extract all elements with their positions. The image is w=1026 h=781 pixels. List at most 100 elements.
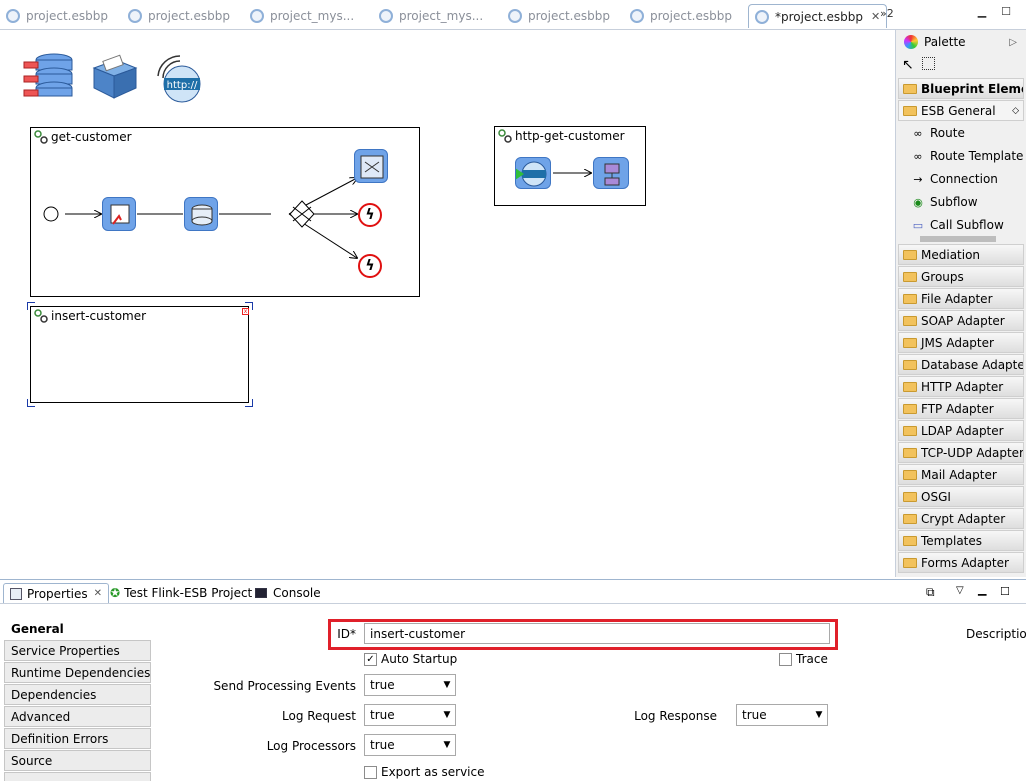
error-end-node[interactable]: ϟ — [358, 203, 382, 227]
palette-item-route-template[interactable]: ∞Route Template — [910, 146, 1023, 166]
section-dependencies[interactable]: Dependencies — [4, 684, 151, 705]
minimize-icon[interactable]: ▁ — [977, 5, 987, 18]
close-tab-icon[interactable]: ✕ — [870, 10, 881, 23]
view-menu-icon[interactable]: ▽ — [956, 585, 964, 596]
database-stack-icon[interactable] — [22, 52, 76, 104]
checkbox-checked-icon: ✓ — [364, 652, 377, 666]
maximize-icon[interactable]: ☐ — [1000, 585, 1010, 598]
drawer-forms-adapter[interactable]: Forms Adapter — [898, 552, 1024, 573]
editor-tab[interactable]: project.esbbp — [630, 4, 732, 28]
drawer-file-adapter[interactable]: File Adapter — [898, 288, 1024, 309]
process-get-customer[interactable]: get-customer ϟ — [30, 127, 420, 297]
error-end-node[interactable]: ϟ — [358, 254, 382, 278]
collapse-palette-icon[interactable]: ▷ — [1009, 36, 1017, 48]
subflow-icon — [604, 163, 620, 186]
process-title: http-get-customer — [515, 129, 625, 143]
log-response-label: Log Response — [634, 709, 717, 723]
drawer-ftp-adapter[interactable]: FTP Adapter — [898, 398, 1024, 419]
select-tool-icon[interactable]: ↖ — [902, 57, 914, 73]
minimize-icon[interactable]: ▁ — [978, 583, 987, 596]
selection-handle[interactable] — [27, 399, 35, 407]
section-service-properties[interactable]: Service Properties — [4, 640, 151, 661]
drawer-templates[interactable]: Templates — [898, 530, 1024, 551]
auto-startup-checkbox[interactable]: ✓Auto Startup — [364, 652, 457, 666]
link-chain-icon — [498, 129, 512, 143]
drawer-ldap-adapter[interactable]: LDAP Adapter — [898, 420, 1024, 441]
console-icon — [255, 588, 267, 598]
selection-handle[interactable] — [27, 302, 35, 310]
subflow-node[interactable] — [593, 157, 629, 189]
diagram-canvas[interactable]: http:// get-customer — [0, 30, 895, 577]
drawer-scroll-indicator[interactable] — [920, 236, 996, 242]
drawer-esb-general[interactable]: ESB General◇ — [898, 100, 1024, 121]
drawer-database-adapter[interactable]: Database Adapter — [898, 354, 1024, 375]
selection-handle[interactable] — [245, 399, 253, 407]
editor-tab-active[interactable]: *project.esbbp✕ — [748, 4, 888, 28]
section-definition-errors[interactable]: Definition Errors — [4, 728, 151, 749]
palette-header[interactable]: Palette ▷ — [896, 30, 1026, 54]
file-icon — [508, 9, 522, 23]
flow-diagram — [553, 127, 647, 207]
drawer-tcp-udp-adapter[interactable]: TCP-UDP Adapter — [898, 442, 1024, 463]
log-processors-select[interactable]: true▼ — [364, 734, 456, 756]
database-icon — [191, 204, 213, 226]
close-tab-icon[interactable]: ✕ — [93, 588, 103, 599]
palette-item-call-subflow[interactable]: ▭Call Subflow — [910, 215, 1004, 235]
log-processors-label: Log Processors — [266, 739, 356, 753]
section-runtime-dependencies[interactable]: Runtime Dependencies — [4, 662, 151, 683]
tab-overflow-button[interactable]: »2 — [880, 7, 894, 20]
maximize-icon[interactable]: ☐ — [1001, 5, 1011, 18]
checkbox-empty-icon — [779, 652, 792, 666]
export-service-checkbox[interactable]: Export as service — [364, 765, 485, 779]
tab-properties[interactable]: Properties ✕ — [3, 583, 110, 603]
database-node[interactable] — [184, 197, 218, 231]
pin-icon[interactable]: ◇ — [1012, 105, 1019, 116]
palette-item-route[interactable]: ∞Route — [910, 123, 964, 143]
process-http-get-customer[interactable]: http-get-customer — [494, 126, 646, 206]
log-request-select[interactable]: true▼ — [364, 704, 456, 726]
marquee-tool-icon[interactable] — [922, 57, 935, 70]
palette-item-connection[interactable]: →Connection — [910, 169, 998, 189]
drawer-http-adapter[interactable]: HTTP Adapter — [898, 376, 1024, 397]
editor-tab[interactable]: project_mys... — [379, 4, 483, 28]
drawer-osgi[interactable]: OSGI — [898, 486, 1024, 507]
drawer-mediation[interactable]: Mediation — [898, 244, 1024, 265]
editor-tab[interactable]: project_mys... — [250, 4, 354, 28]
section-advanced[interactable]: Advanced — [4, 706, 151, 727]
send-events-select[interactable]: true▼ — [364, 674, 456, 696]
selection-handle[interactable] — [245, 302, 253, 310]
tab-test-project[interactable]: ✪ Test Flink-ESB Project — [110, 586, 253, 600]
chevron-down-icon: ▼ — [443, 740, 451, 750]
pin-view-icon[interactable]: ⧉ — [926, 585, 935, 599]
drawer-groups[interactable]: Groups — [898, 266, 1024, 287]
router-node[interactable] — [354, 149, 388, 183]
editor-tab[interactable]: project.esbbp — [508, 4, 610, 28]
http-receiver-node[interactable] — [512, 157, 551, 189]
drawer-jms-adapter[interactable]: JMS Adapter — [898, 332, 1024, 353]
start-event-icon[interactable] — [43, 206, 59, 222]
section-general[interactable]: General — [4, 618, 151, 639]
package-box-icon[interactable] — [90, 54, 140, 100]
drawer-crypt-adapter[interactable]: Crypt Adapter — [898, 508, 1024, 529]
drawer-mail-adapter[interactable]: Mail Adapter — [898, 464, 1024, 485]
section-source[interactable]: Source — [4, 750, 151, 771]
folder-icon — [903, 381, 917, 392]
drawer-soap-adapter[interactable]: SOAP Adapter — [898, 310, 1024, 331]
tab-console[interactable]: Console — [255, 583, 321, 603]
id-input[interactable] — [364, 623, 830, 644]
log-response-select[interactable]: true▼ — [736, 704, 828, 726]
chevron-down-icon: ▼ — [443, 680, 451, 690]
http-globe-icon[interactable]: http:// — [152, 54, 204, 104]
test-run-icon: ✪ — [110, 586, 121, 600]
trace-checkbox[interactable]: Trace — [779, 652, 828, 666]
transform-node[interactable] — [102, 197, 136, 231]
close-icon[interactable]: x — [242, 308, 249, 315]
editor-tab[interactable]: project.esbbp — [6, 4, 108, 28]
subflow-icon: ▭ — [912, 218, 924, 232]
process-insert-customer[interactable]: insert-customer x — [30, 306, 249, 403]
drawer-blueprint-elements[interactable]: Blueprint Elements — [898, 78, 1024, 99]
palette-item-subflow[interactable]: ◉Subflow — [910, 192, 977, 212]
id-label: ID* — [337, 627, 356, 641]
properties-icon — [10, 587, 22, 600]
editor-tab[interactable]: project.esbbp — [128, 4, 230, 28]
